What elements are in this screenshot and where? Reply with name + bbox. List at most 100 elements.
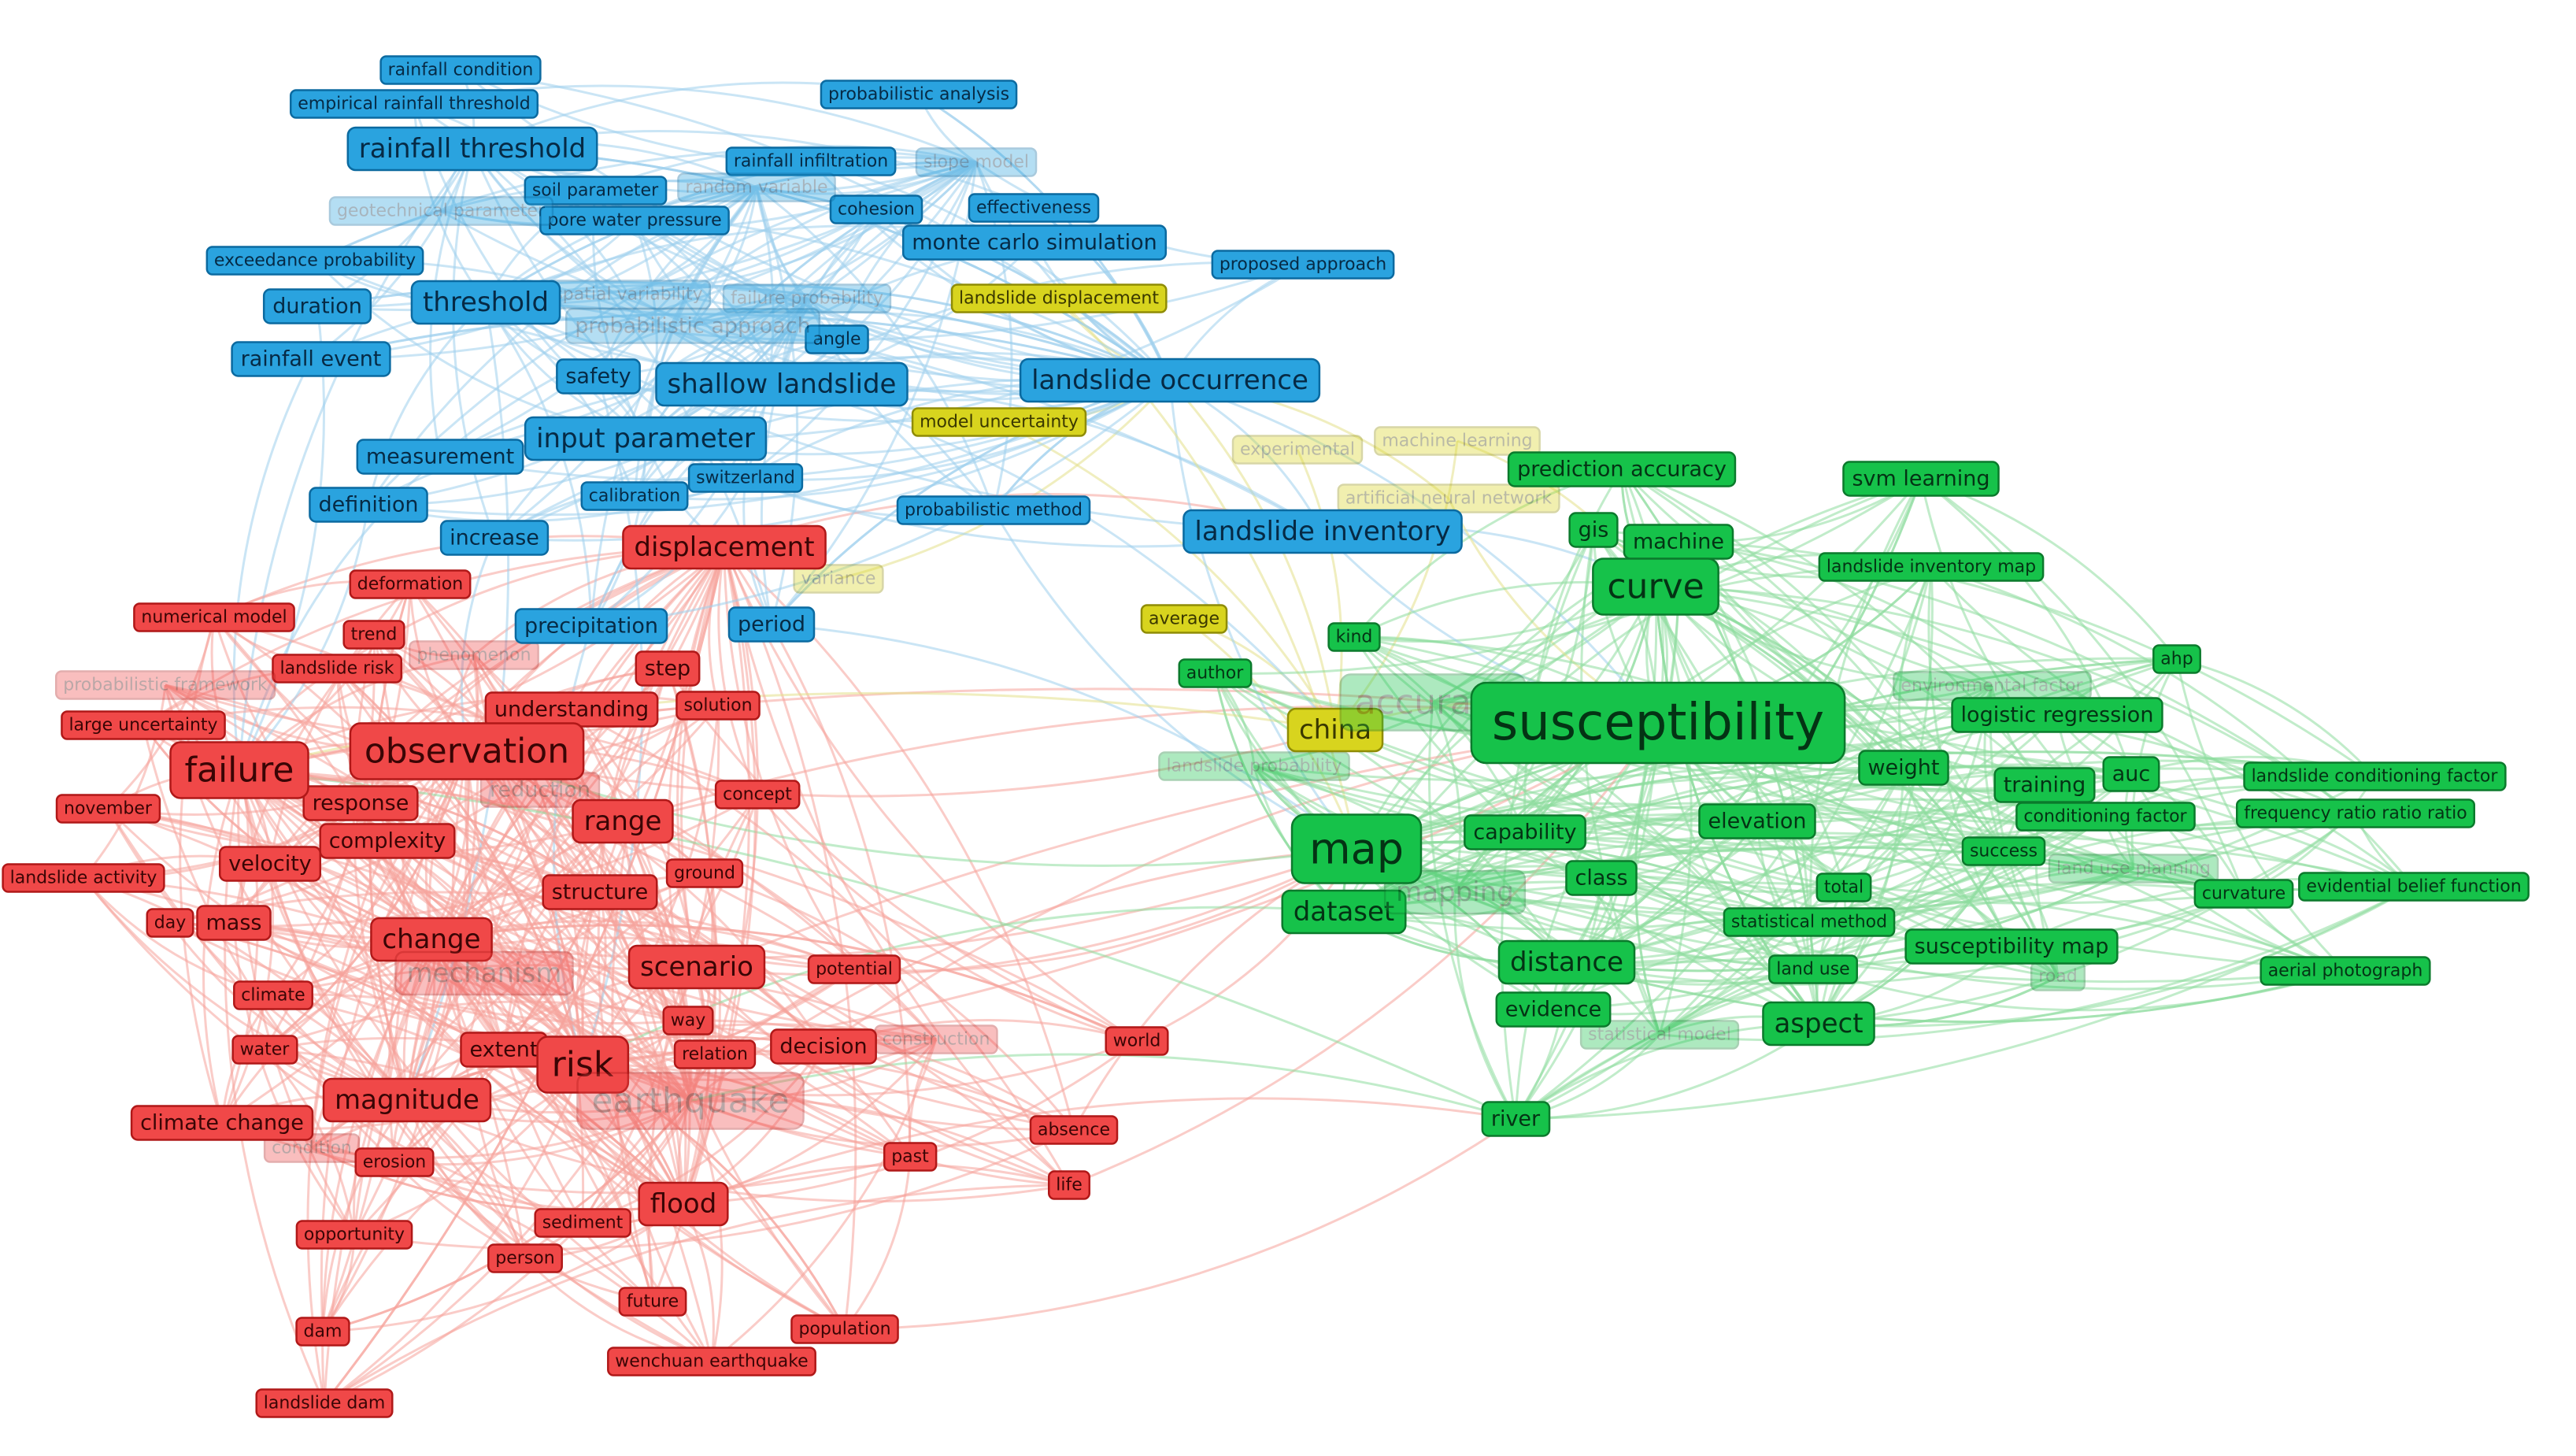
node-gis[interactable]: gis xyxy=(1568,512,1619,548)
node-measurement[interactable]: measurement xyxy=(356,439,524,475)
node-aerial-photograph[interactable]: aerial photograph xyxy=(2260,956,2431,986)
node-solution[interactable]: solution xyxy=(675,691,761,721)
node-velocity[interactable]: velocity xyxy=(218,846,322,882)
node-curvature[interactable]: curvature xyxy=(2193,879,2294,909)
node-understanding[interactable]: understanding xyxy=(484,691,659,728)
node-author[interactable]: author xyxy=(1178,658,1253,688)
node-artificial-neural-network[interactable]: artificial neural network xyxy=(1337,483,1560,513)
node-switzerland[interactable]: switzerland xyxy=(687,463,804,493)
node-slope-model[interactable]: slope model xyxy=(915,147,1038,177)
node-numerical-model[interactable]: numerical model xyxy=(133,602,295,632)
node-pore-water-pressure[interactable]: pore water pressure xyxy=(539,206,730,235)
node-susceptibility-map[interactable]: susceptibility map xyxy=(1904,928,2119,965)
node-conditioning-factor[interactable]: conditioning factor xyxy=(2015,802,2196,832)
node-variance[interactable]: variance xyxy=(793,564,884,594)
node-condition[interactable]: condition xyxy=(263,1133,361,1163)
node-erosion[interactable]: erosion xyxy=(354,1147,435,1177)
node-monte-carlo-simulation[interactable]: monte carlo simulation xyxy=(901,224,1168,261)
node-mechanism[interactable]: mechanism xyxy=(394,950,574,996)
node-curve[interactable]: curve xyxy=(1592,558,1719,616)
node-map[interactable]: map xyxy=(1290,813,1423,884)
node-potential[interactable]: potential xyxy=(807,954,901,984)
node-large-uncertainty[interactable]: large uncertainty xyxy=(61,710,226,740)
node-step[interactable]: step xyxy=(635,650,701,687)
node-model-uncertainty[interactable]: model uncertainty xyxy=(911,407,1087,437)
node-rainfall-condition[interactable]: rainfall condition xyxy=(379,55,542,85)
node-logistic-regression[interactable]: logistic regression xyxy=(1951,697,2163,733)
node-average[interactable]: average xyxy=(1140,604,1228,634)
node-range[interactable]: range xyxy=(572,798,674,844)
node-auc[interactable]: auc xyxy=(2102,756,2160,792)
node-svm-learning[interactable]: svm learning xyxy=(1842,461,2000,497)
node-spatial-variability[interactable]: spatial variability xyxy=(546,280,711,309)
node-decision[interactable]: decision xyxy=(770,1028,877,1065)
node-probabilistic-analysis[interactable]: probabilistic analysis xyxy=(820,80,1018,109)
node-definition[interactable]: definition xyxy=(309,487,428,523)
node-cohesion[interactable]: cohesion xyxy=(829,195,923,224)
node-rainfall-event[interactable]: rainfall event xyxy=(231,341,391,377)
node-observation[interactable]: observation xyxy=(349,722,585,780)
node-frequency-ratio-ratio-ratio[interactable]: frequency ratio ratio ratio xyxy=(2236,798,2475,828)
node-magnitude[interactable]: magnitude xyxy=(322,1077,492,1123)
node-empirical-rainfall-threshold[interactable]: empirical rainfall threshold xyxy=(289,89,539,119)
node-absence[interactable]: absence xyxy=(1029,1115,1119,1145)
node-mapping[interactable]: mapping xyxy=(1383,869,1527,915)
node-earthquake[interactable]: earthquake xyxy=(576,1072,805,1130)
node-response[interactable]: response xyxy=(302,785,419,821)
node-calibration[interactable]: calibration xyxy=(580,481,689,511)
node-machine-learning[interactable]: machine learning xyxy=(1374,426,1541,456)
node-effectiveness[interactable]: effectiveness xyxy=(968,193,1100,223)
node-machine[interactable]: machine xyxy=(1623,524,1734,560)
node-failure-probability[interactable]: failure probability xyxy=(722,283,892,313)
node-trend[interactable]: trend xyxy=(342,620,405,650)
node-soil-parameter[interactable]: soil parameter xyxy=(524,176,668,206)
node-probabilistic-method[interactable]: probabilistic method xyxy=(896,495,1091,525)
node-precipitation[interactable]: precipitation xyxy=(514,608,668,644)
node-population[interactable]: population xyxy=(790,1314,899,1344)
node-threshold[interactable]: threshold xyxy=(410,280,561,325)
node-extent[interactable]: extent xyxy=(460,1032,548,1068)
node-china[interactable]: china xyxy=(1286,707,1384,753)
node-distance[interactable]: distance xyxy=(1497,939,1636,985)
node-shallow-landslide[interactable]: shallow landslide xyxy=(655,361,909,407)
node-land-use-planning[interactable]: land use planning xyxy=(2048,854,2219,884)
node-structure[interactable]: structure xyxy=(542,874,658,910)
node-landslide-activity[interactable]: landslide activity xyxy=(2,863,165,893)
node-exceedance-probability[interactable]: exceedance probability xyxy=(205,246,424,276)
node-landslide-occurrence[interactable]: landslide occurrence xyxy=(1019,358,1321,403)
node-river[interactable]: river xyxy=(1481,1101,1551,1137)
node-sediment[interactable]: sediment xyxy=(534,1208,631,1238)
node-concept[interactable]: concept xyxy=(714,780,801,810)
node-random-variable[interactable]: random variable xyxy=(677,172,836,202)
node-world[interactable]: world xyxy=(1105,1026,1169,1056)
node-weight[interactable]: weight xyxy=(1858,750,1949,786)
node-dataset[interactable]: dataset xyxy=(1281,889,1407,935)
node-ground[interactable]: ground xyxy=(665,858,744,888)
node-kind[interactable]: kind xyxy=(1327,622,1381,652)
node-november[interactable]: november xyxy=(55,794,161,824)
node-way[interactable]: way xyxy=(662,1006,714,1036)
node-evidential-belief-function[interactable]: evidential belief function xyxy=(2298,872,2530,902)
node-landslide-inventory-map[interactable]: landslide inventory map xyxy=(1818,552,2045,582)
node-probabilistic-framework[interactable]: probabilistic framework xyxy=(55,670,276,700)
node-climate-change[interactable]: climate change xyxy=(130,1105,314,1141)
node-evidence[interactable]: evidence xyxy=(1495,991,1612,1028)
node-dam[interactable]: dam xyxy=(295,1317,350,1347)
node-probabilistic-approach[interactable]: probabilistic approach xyxy=(565,308,820,344)
node-duration[interactable]: duration xyxy=(262,288,372,324)
node-risk[interactable]: risk xyxy=(536,1036,630,1094)
node-land-use[interactable]: land use xyxy=(1768,954,1858,984)
node-displacement[interactable]: displacement xyxy=(622,524,827,570)
node-future[interactable]: future xyxy=(618,1287,687,1317)
node-deformation[interactable]: deformation xyxy=(349,569,472,599)
node-opportunity[interactable]: opportunity xyxy=(295,1220,413,1250)
node-elevation[interactable]: elevation xyxy=(1698,803,1816,839)
node-landslide-conditioning-factor[interactable]: landslide conditioning factor xyxy=(2243,761,2507,791)
node-geotechnical-parameter[interactable]: geotechnical parameter xyxy=(328,196,554,226)
node-increase[interactable]: increase xyxy=(439,520,550,556)
node-climate[interactable]: climate xyxy=(233,980,313,1010)
node-day[interactable]: day xyxy=(146,908,194,938)
node-statistical-method[interactable]: statistical method xyxy=(1723,907,1896,937)
node-capability[interactable]: capability xyxy=(1464,814,1586,850)
node-experimental[interactable]: experimental xyxy=(1231,435,1364,465)
